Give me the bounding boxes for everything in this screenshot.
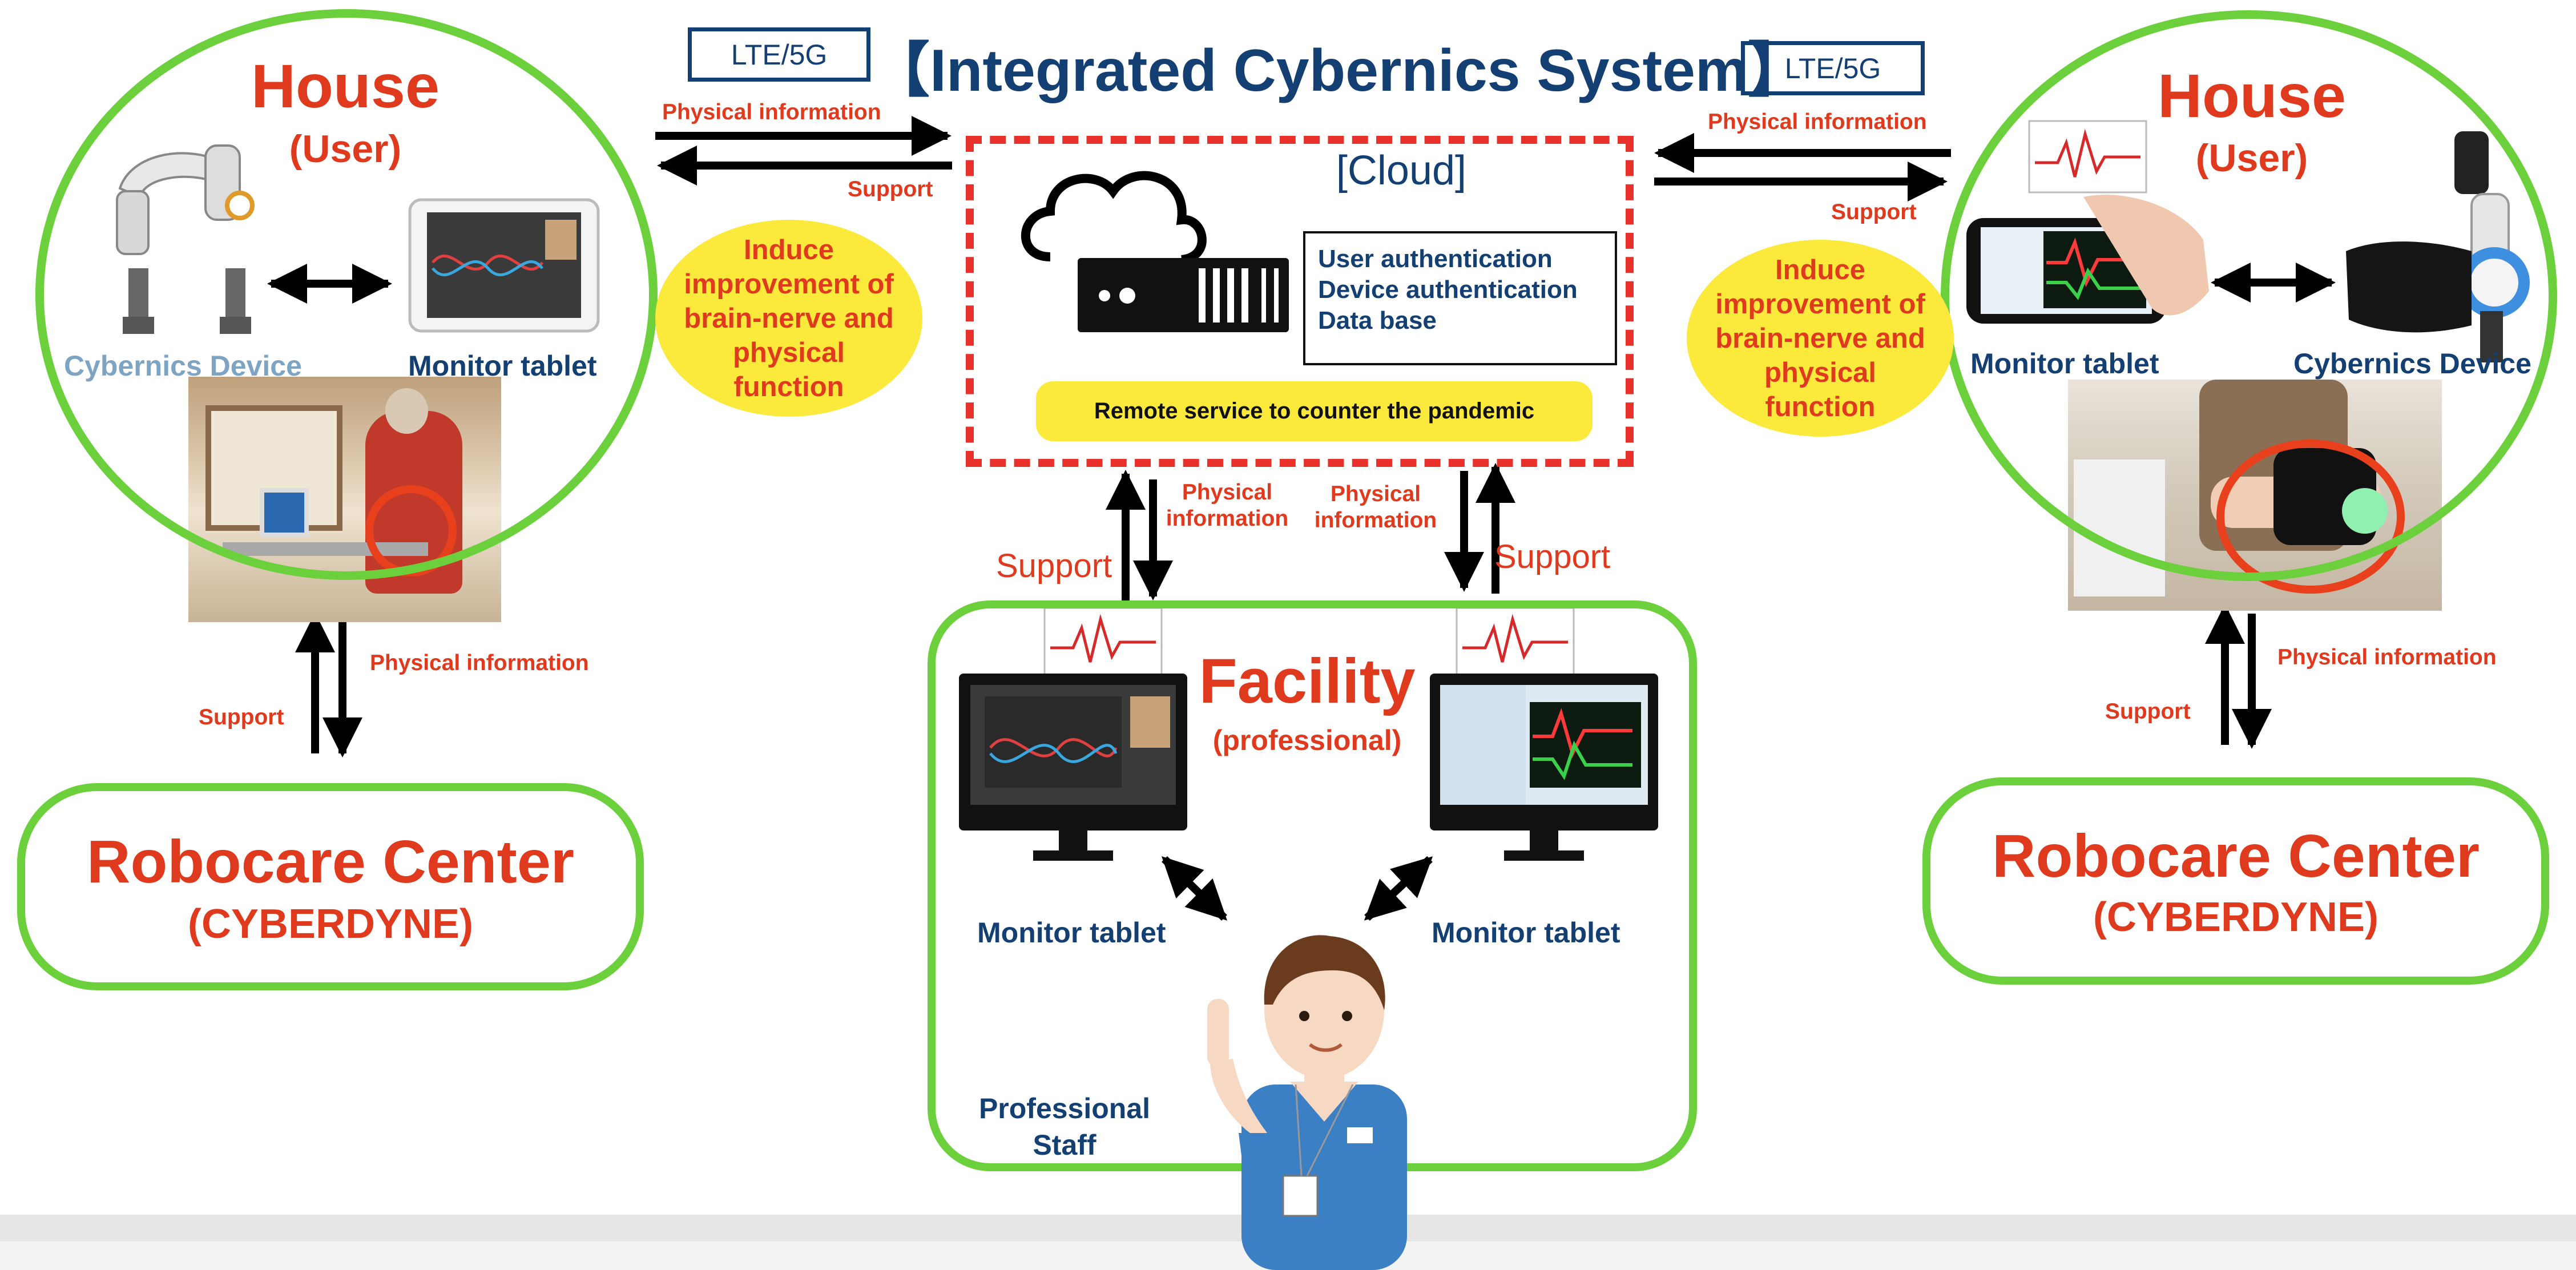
cloud-box (966, 136, 1634, 467)
lte-badge-left-label: LTE/5G (731, 38, 828, 71)
house-left-device-label: Cybernics Device (64, 350, 302, 382)
arrow-staff-monitor-right (1364, 856, 1433, 921)
remote-service-pill: Remote service to counter the pandemic (1036, 381, 1593, 441)
label-support-right-robocare: Support (2105, 699, 2191, 724)
facility-tablet-right-label: Monitor tablet (1432, 917, 1620, 949)
label-phys-right-robocare: Physical information (2277, 645, 2497, 670)
facility-staff-label: Professional Staff (978, 1092, 1151, 1161)
professional-staff-figure (1207, 935, 1407, 1270)
label-support-top-right: Support (1831, 200, 1917, 224)
label-phys-cloud-right: Physical information (1314, 482, 1437, 533)
house-right-subtitle: (User) (2195, 136, 2308, 180)
facility-tablet-left-label: Monitor tablet (977, 917, 1166, 949)
label-support-left-robocare: Support (199, 705, 284, 729)
induce-left-ellipse: Induce improvement of brain-nerve and ph… (655, 220, 922, 417)
facility-box (928, 600, 1697, 1171)
house-left-tablet-label: Monitor tablet (408, 350, 597, 382)
ecg-icon-left-monitor (1043, 607, 1163, 678)
cloud-services-box: User authentication Device authenticatio… (1303, 231, 1617, 365)
label-phys-top-right: Physical information (1708, 110, 1927, 134)
lte-badge-left: LTE/5G (688, 27, 870, 82)
house-right-title: House (2157, 61, 2347, 130)
robocare-left-subtitle: (CYBERDYNE) (187, 901, 474, 947)
lte-badge-right-label: LTE/5G (1784, 52, 1881, 84)
lte-badge-right: LTE/5G (1741, 41, 1925, 95)
cloud-server-icon (1021, 171, 1289, 332)
monitor-left-icon (959, 674, 1187, 861)
label-support-cloud-left: Support (996, 547, 1112, 584)
cloud-title: [Cloud] (1336, 148, 1467, 193)
arrow-staff-monitor-left (1162, 856, 1227, 921)
label-support-cloud-right: Support (1494, 538, 1611, 575)
house-left-subtitle: (User) (289, 127, 402, 171)
monitor-right-icon (1430, 674, 1658, 861)
robocare-left-title: Robocare Center (86, 828, 575, 896)
label-phys-left-robocare: Physical information (370, 651, 589, 675)
house-left-title: House (251, 51, 440, 120)
induce-right-text: Induce improvement of brain-nerve and ph… (1715, 254, 1925, 422)
service-device-auth: Device authentication (1318, 276, 1578, 304)
remote-service-label: Remote service to counter the pandemic (1094, 398, 1535, 424)
facility-title: Facility (1199, 646, 1416, 716)
label-support-top-left: Support (848, 177, 933, 201)
service-database: Data base (1318, 307, 1437, 334)
induce-left-text: Induce improvement of brain-nerve and ph… (684, 234, 894, 402)
label-phys-cloud-left: Physical information (1166, 480, 1289, 531)
house-right-tablet-label: Monitor tablet (1970, 348, 2159, 380)
page-title: 【Integrated Cybernics System】 (870, 38, 1808, 104)
robocare-right-title: Robocare Center (1992, 823, 2480, 890)
robocare-right-subtitle: (CYBERDYNE) (2093, 894, 2379, 940)
service-user-auth: User authentication (1318, 245, 1553, 273)
facility-subtitle: (professional) (1212, 724, 1402, 756)
house-right-device-label: Cybernics Device (2293, 348, 2531, 380)
label-phys-top-left: Physical information (662, 100, 881, 124)
induce-right-ellipse: Induce improvement of brain-nerve and ph… (1687, 240, 1954, 437)
